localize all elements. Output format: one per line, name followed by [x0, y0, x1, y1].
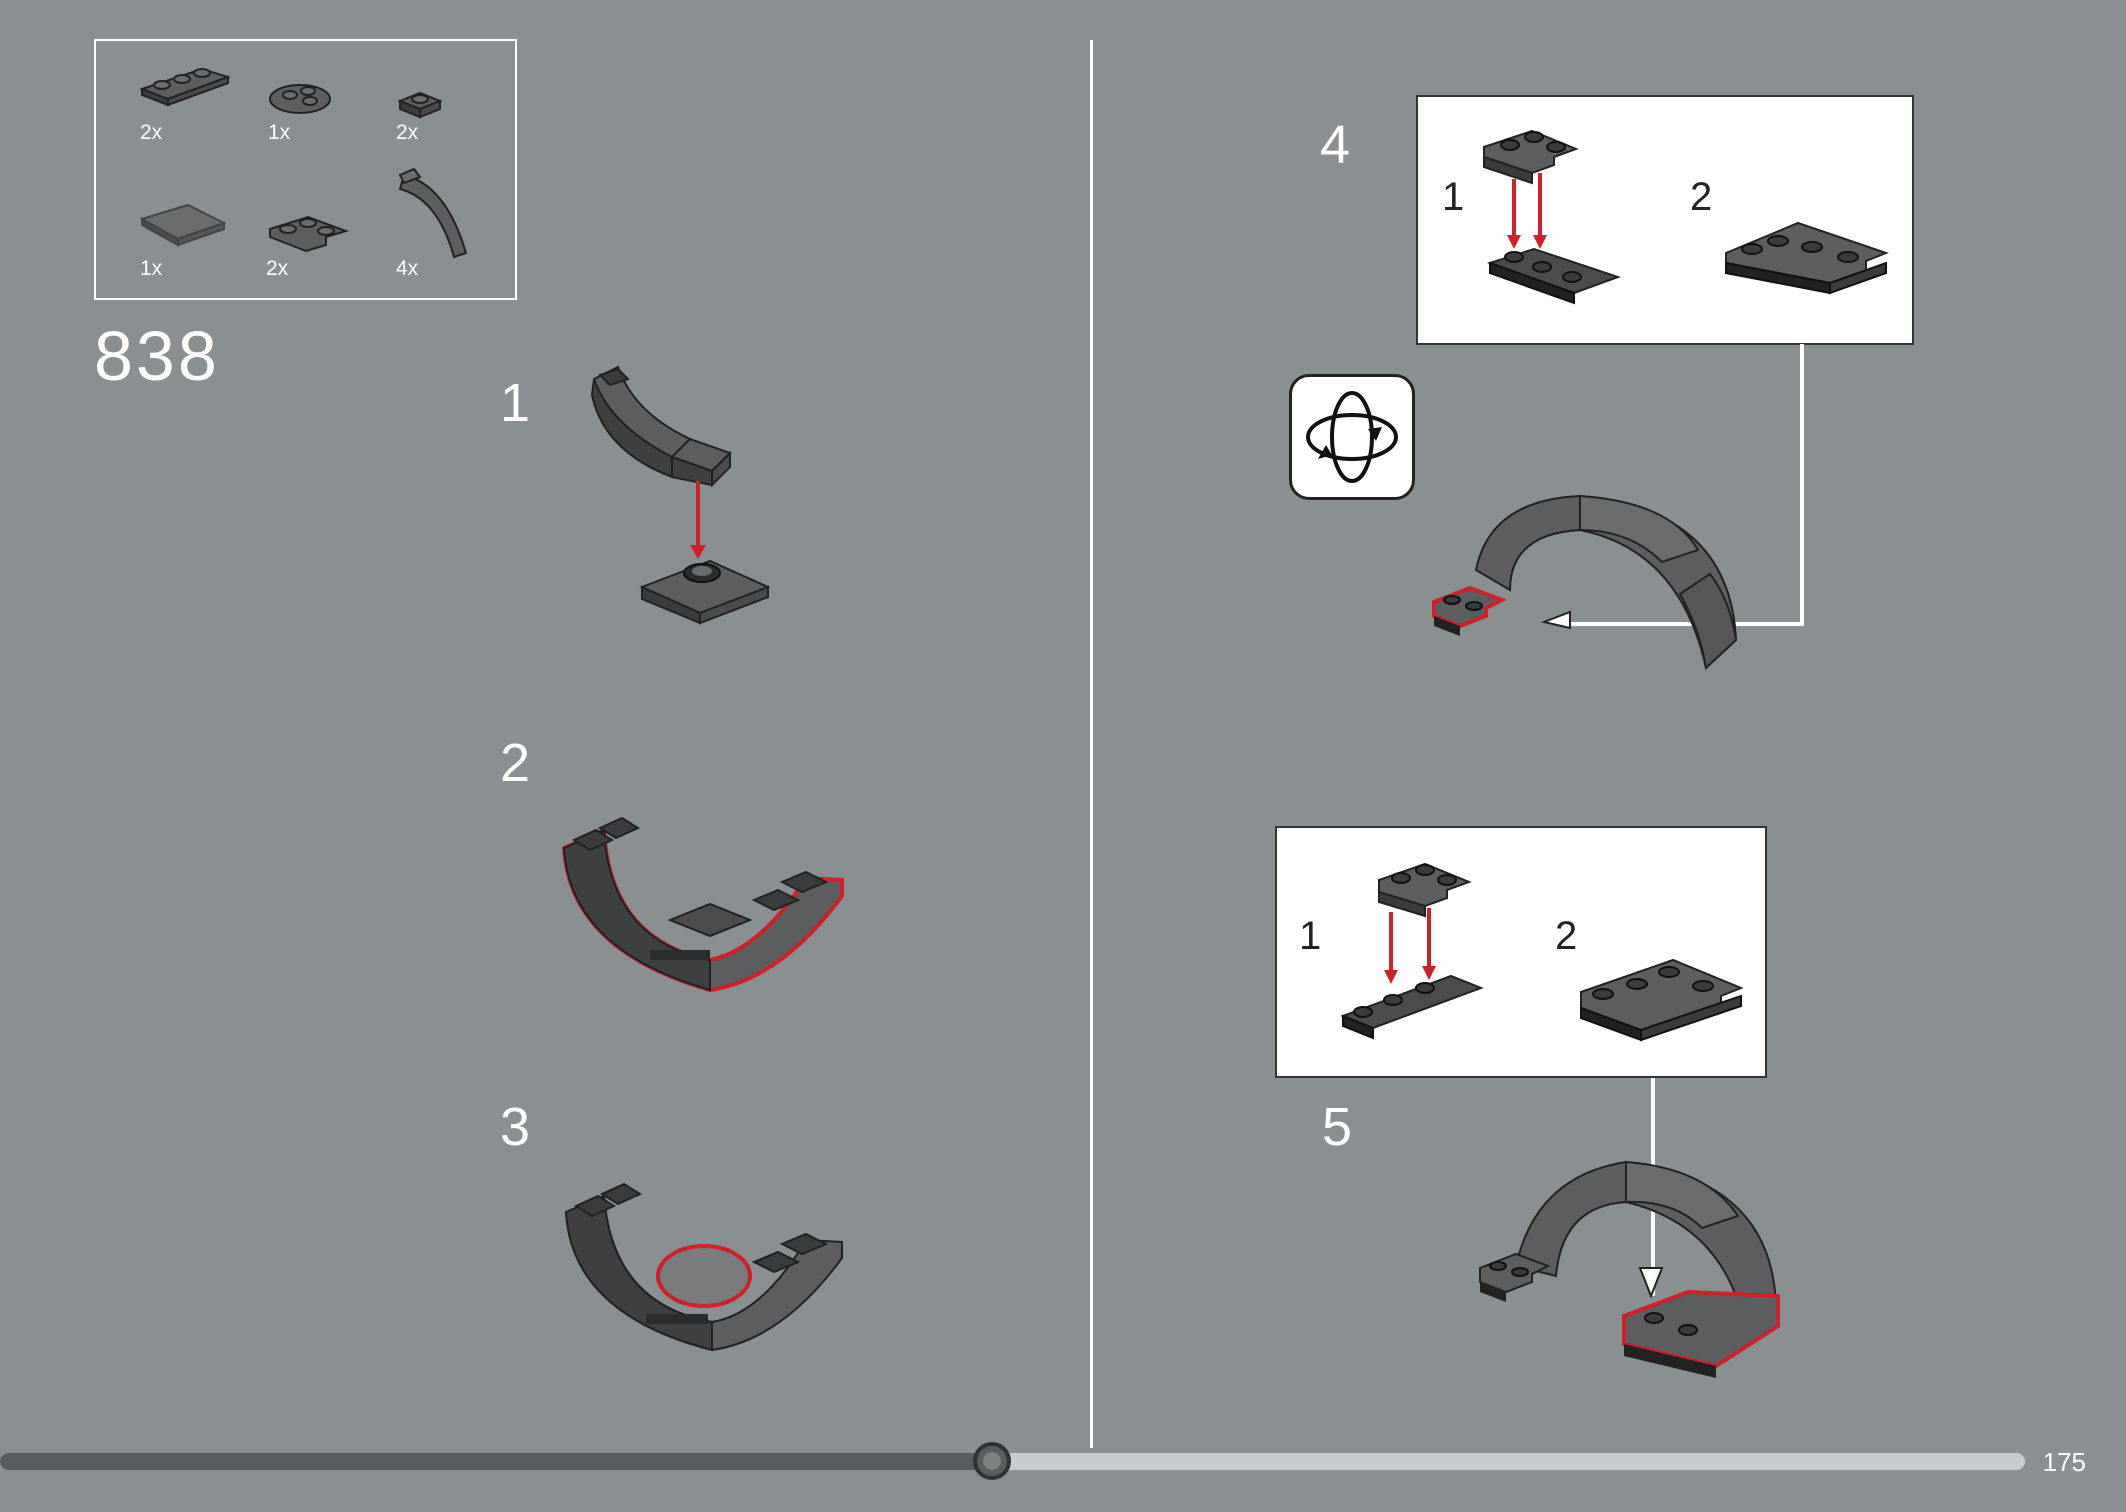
rotate-model-icon: [1289, 374, 1415, 500]
part-qty: 1x: [268, 121, 291, 144]
plate-corner-icon: [266, 205, 350, 257]
part-qty: 2x: [140, 121, 163, 144]
progress-slider-handle[interactable]: [973, 1442, 1011, 1480]
step-number: 5: [1322, 1097, 1353, 1157]
substep-number: 2: [1690, 175, 1713, 219]
step-5-substep-1-illustration: [1339, 848, 1519, 1053]
part-qty: 2x: [266, 257, 289, 280]
step-4-callout: 1 2: [1416, 95, 1914, 345]
substep-number: 2: [1555, 914, 1578, 958]
step-5-model-illustration: [1476, 1156, 1786, 1401]
callout-pointer-line: [1560, 622, 1804, 626]
tile-2x2-icon: [140, 201, 226, 251]
part-qty: 4x: [396, 257, 419, 280]
step-4-substep-2-illustration: [1722, 207, 1892, 322]
parts-list-box: 2x 1x 2x 1x 2x: [94, 39, 517, 300]
step-4-substep-1-illustration: [1480, 117, 1660, 322]
page-number: 175: [2042, 1447, 2086, 1477]
step-4-model-illustration: [1430, 490, 1750, 685]
page-divider: [1090, 40, 1093, 1448]
step-5-substep-2-illustration: [1577, 948, 1747, 1053]
substep-number: 1: [1442, 175, 1465, 219]
plate-1x3-icon: [140, 61, 230, 106]
curved-slope-icon: [396, 165, 476, 259]
step-number: 2: [500, 733, 531, 793]
part-qty: 1x: [140, 257, 163, 280]
round-plate-icon: [268, 75, 332, 117]
step-number: 1: [500, 373, 531, 433]
part-qty: 2x: [396, 121, 419, 144]
step-number: 4: [1320, 115, 1351, 175]
progress-fill: [0, 1453, 992, 1470]
set-number: 838: [94, 317, 220, 395]
plate-1x1-icon: [396, 85, 444, 121]
step-5-callout: 1 2: [1275, 826, 1767, 1078]
callout-pointer-line: [1800, 344, 1804, 626]
step-3-illustration: [562, 1168, 852, 1363]
step-number: 3: [500, 1097, 531, 1157]
step-2-illustration: [560, 800, 850, 1005]
step-1-illustration: [590, 355, 780, 635]
substep-number: 1: [1299, 914, 1322, 958]
